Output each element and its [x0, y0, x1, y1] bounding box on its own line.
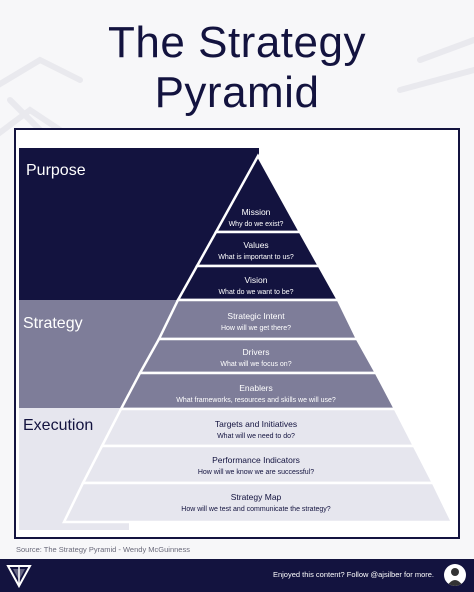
logo-v-icon: [6, 565, 32, 589]
level-subtitle: What will we focus on?: [220, 361, 291, 368]
section-label-execution: Execution: [23, 417, 93, 434]
level-title: Drivers: [243, 347, 270, 357]
footer-bar: Enjoyed this content? Follow @ajsilber f…: [0, 559, 474, 592]
level-subtitle: What is important to us?: [218, 254, 294, 261]
level-title: Strategic Intent: [227, 311, 285, 321]
title-line-2: Pyramid: [154, 68, 320, 117]
level-subtitle: Why do we exist?: [229, 221, 284, 228]
level-title: Targets and Initiatives: [215, 419, 297, 429]
pyramid-card: Purpose Strategy Execution Mission Why d…: [14, 128, 460, 539]
source-caption: Source: The Strategy Pyramid - Wendy McG…: [16, 545, 190, 554]
page-title: The Strategy Pyramid: [0, 18, 474, 118]
title-line-1: The Strategy: [108, 18, 366, 67]
level-subtitle: How will we test and communicate the str…: [181, 506, 331, 513]
avatar-icon[interactable]: [444, 564, 466, 586]
level-strategy-map: [62, 481, 454, 524]
level-title: Vision: [245, 275, 268, 285]
level-subtitle: What will we need to do?: [217, 433, 295, 440]
level-subtitle: How will we know we are successful?: [198, 469, 314, 476]
level-title: Performance Indicators: [212, 455, 300, 465]
level-title: Values: [243, 240, 268, 250]
level-subtitle: What frameworks, resources and skills we…: [176, 397, 336, 404]
section-label-purpose: Purpose: [26, 162, 86, 179]
strategy-pyramid: Purpose Strategy Execution Mission Why d…: [19, 148, 454, 530]
section-label-strategy: Strategy: [23, 315, 83, 332]
level-subtitle: How will we get there?: [221, 325, 291, 332]
level-title: Mission: [242, 207, 271, 217]
level-subtitle: What do we want to be?: [218, 289, 293, 296]
level-title: Strategy Map: [231, 492, 282, 502]
level-title: Enablers: [239, 383, 273, 393]
footer-follow-text[interactable]: Enjoyed this content? Follow @ajsilber f…: [272, 570, 434, 579]
